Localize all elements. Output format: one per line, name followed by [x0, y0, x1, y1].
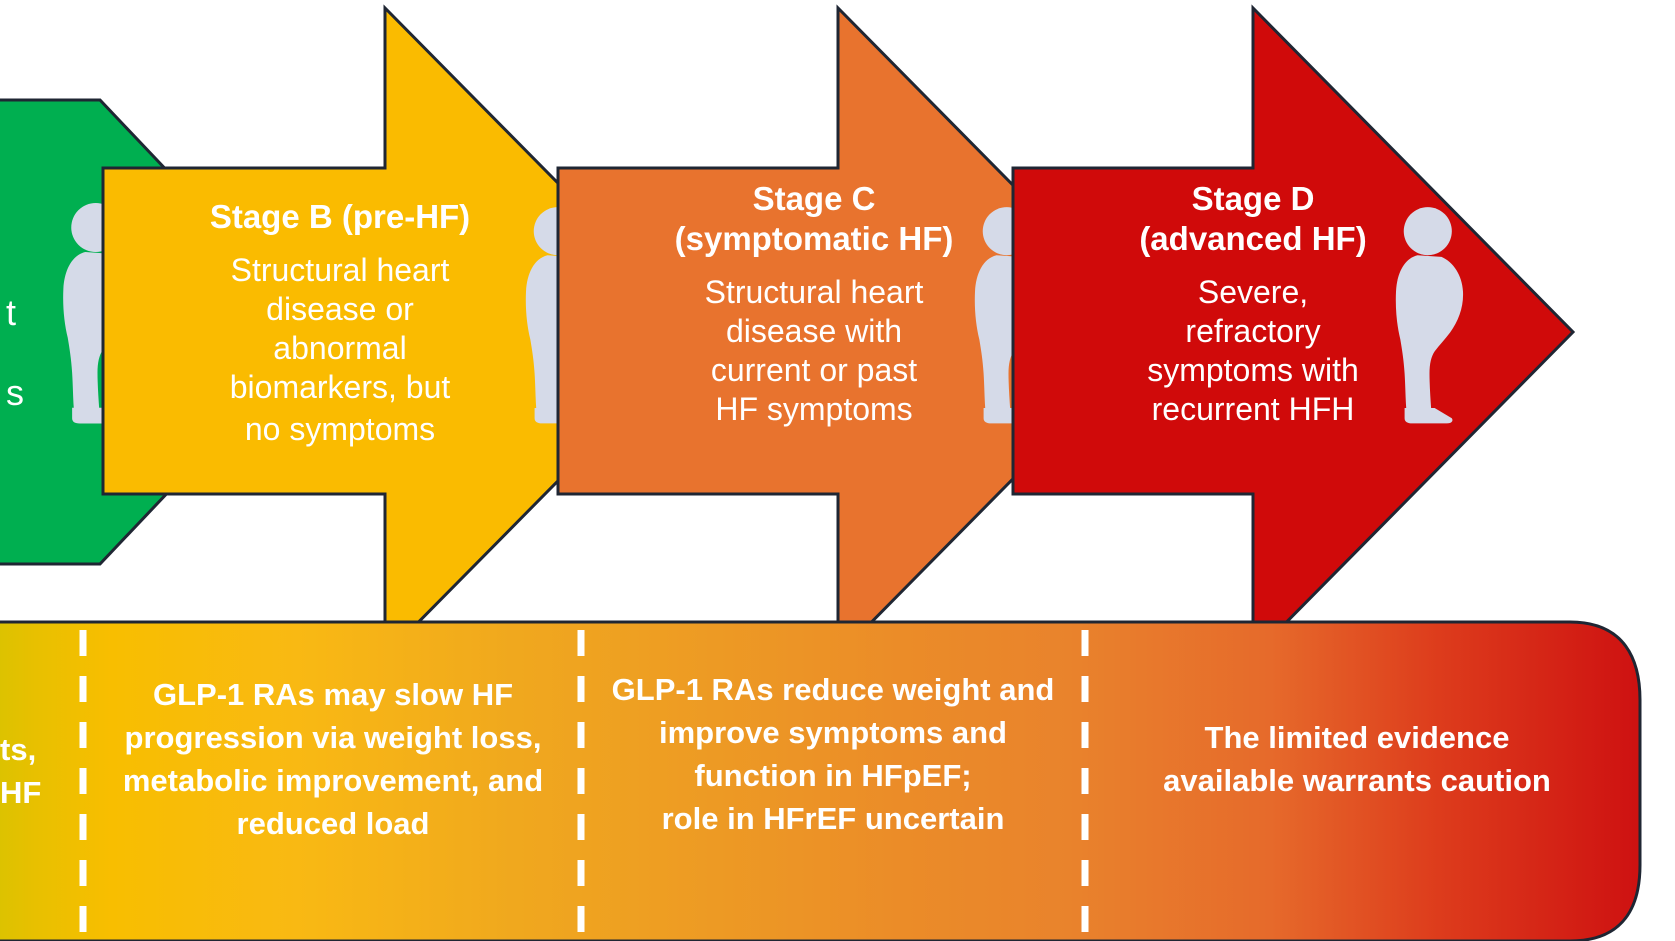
- banner-b-line-1: progression via weight loss,: [125, 720, 542, 755]
- stage-d-arrow[interactable]: Stage D (advanced HF) Severe, refractory…: [1011, 4, 1576, 660]
- banner-segment-b[interactable]: GLP-1 RAs may slow HF progression via we…: [123, 677, 543, 841]
- stage-b-body-line-1: disease or: [266, 291, 414, 327]
- banner-b-line-2: metabolic improvement, and: [123, 763, 543, 798]
- banner-c-line-3: role in HFrEF uncertain: [662, 801, 1005, 836]
- banner-c-line-0: GLP-1 RAs reduce weight and: [612, 672, 1055, 707]
- banner-d-line-1: available warrants caution: [1163, 763, 1551, 798]
- banner-b-line-0: GLP-1 RAs may slow HF: [153, 677, 513, 712]
- stage-d-subtitle: (advanced HF): [1139, 220, 1366, 257]
- banner-a-line-0: ts,: [0, 732, 36, 767]
- stage-c-subtitle: (symptomatic HF): [675, 220, 954, 257]
- banner-b-line-3: reduced load: [237, 806, 430, 841]
- stage-b-title: Stage B (pre-HF): [210, 198, 470, 235]
- stage-a-body-line-0: t: [6, 292, 16, 333]
- banner-segment-d[interactable]: The limited evidence available warrants …: [1163, 720, 1551, 798]
- stage-b-body-line-2: abnormal: [273, 330, 406, 366]
- stage-c-body-line-0: Structural heart: [705, 274, 924, 310]
- banner-a-line-1: HF: [0, 775, 41, 810]
- stage-b-body-line-3: biomarkers, but: [230, 369, 451, 405]
- stage-d-title: Stage D: [1192, 180, 1315, 217]
- stage-d-body-line-1: refractory: [1185, 313, 1320, 349]
- stage-c-body-line-3: HF symptoms: [715, 391, 912, 427]
- banner-c-line-2: function in HFpEF;: [694, 758, 971, 793]
- banner-segment-c[interactable]: GLP-1 RAs reduce weight and improve symp…: [612, 672, 1055, 836]
- stage-d-body-line-2: symptoms with: [1147, 352, 1359, 388]
- stage-c-arrow[interactable]: Stage C (symptomatic HF) Structural hear…: [556, 4, 1161, 660]
- stage-b-body-line-4: no symptoms: [245, 411, 435, 447]
- stage-c-title: Stage C: [753, 180, 876, 217]
- stage-d-body-line-3: recurrent HFH: [1152, 391, 1355, 427]
- stage-c-body-line-1: disease with: [726, 313, 902, 349]
- stage-c-body-line-2: current or past: [711, 352, 917, 388]
- banner-segment-a[interactable]: ts, HF: [0, 732, 41, 810]
- glp1-recommendation-banner[interactable]: ts, HF GLP-1 RAs may slow HF progression…: [0, 620, 1642, 941]
- stage-b-body-line-0: Structural heart: [231, 252, 450, 288]
- banner-c-line-1: improve symptoms and: [659, 715, 1007, 750]
- banner-d-line-0: The limited evidence: [1205, 720, 1510, 755]
- stage-d-body-line-0: Severe,: [1198, 274, 1308, 310]
- stage-a-body-line-1: s: [6, 372, 24, 413]
